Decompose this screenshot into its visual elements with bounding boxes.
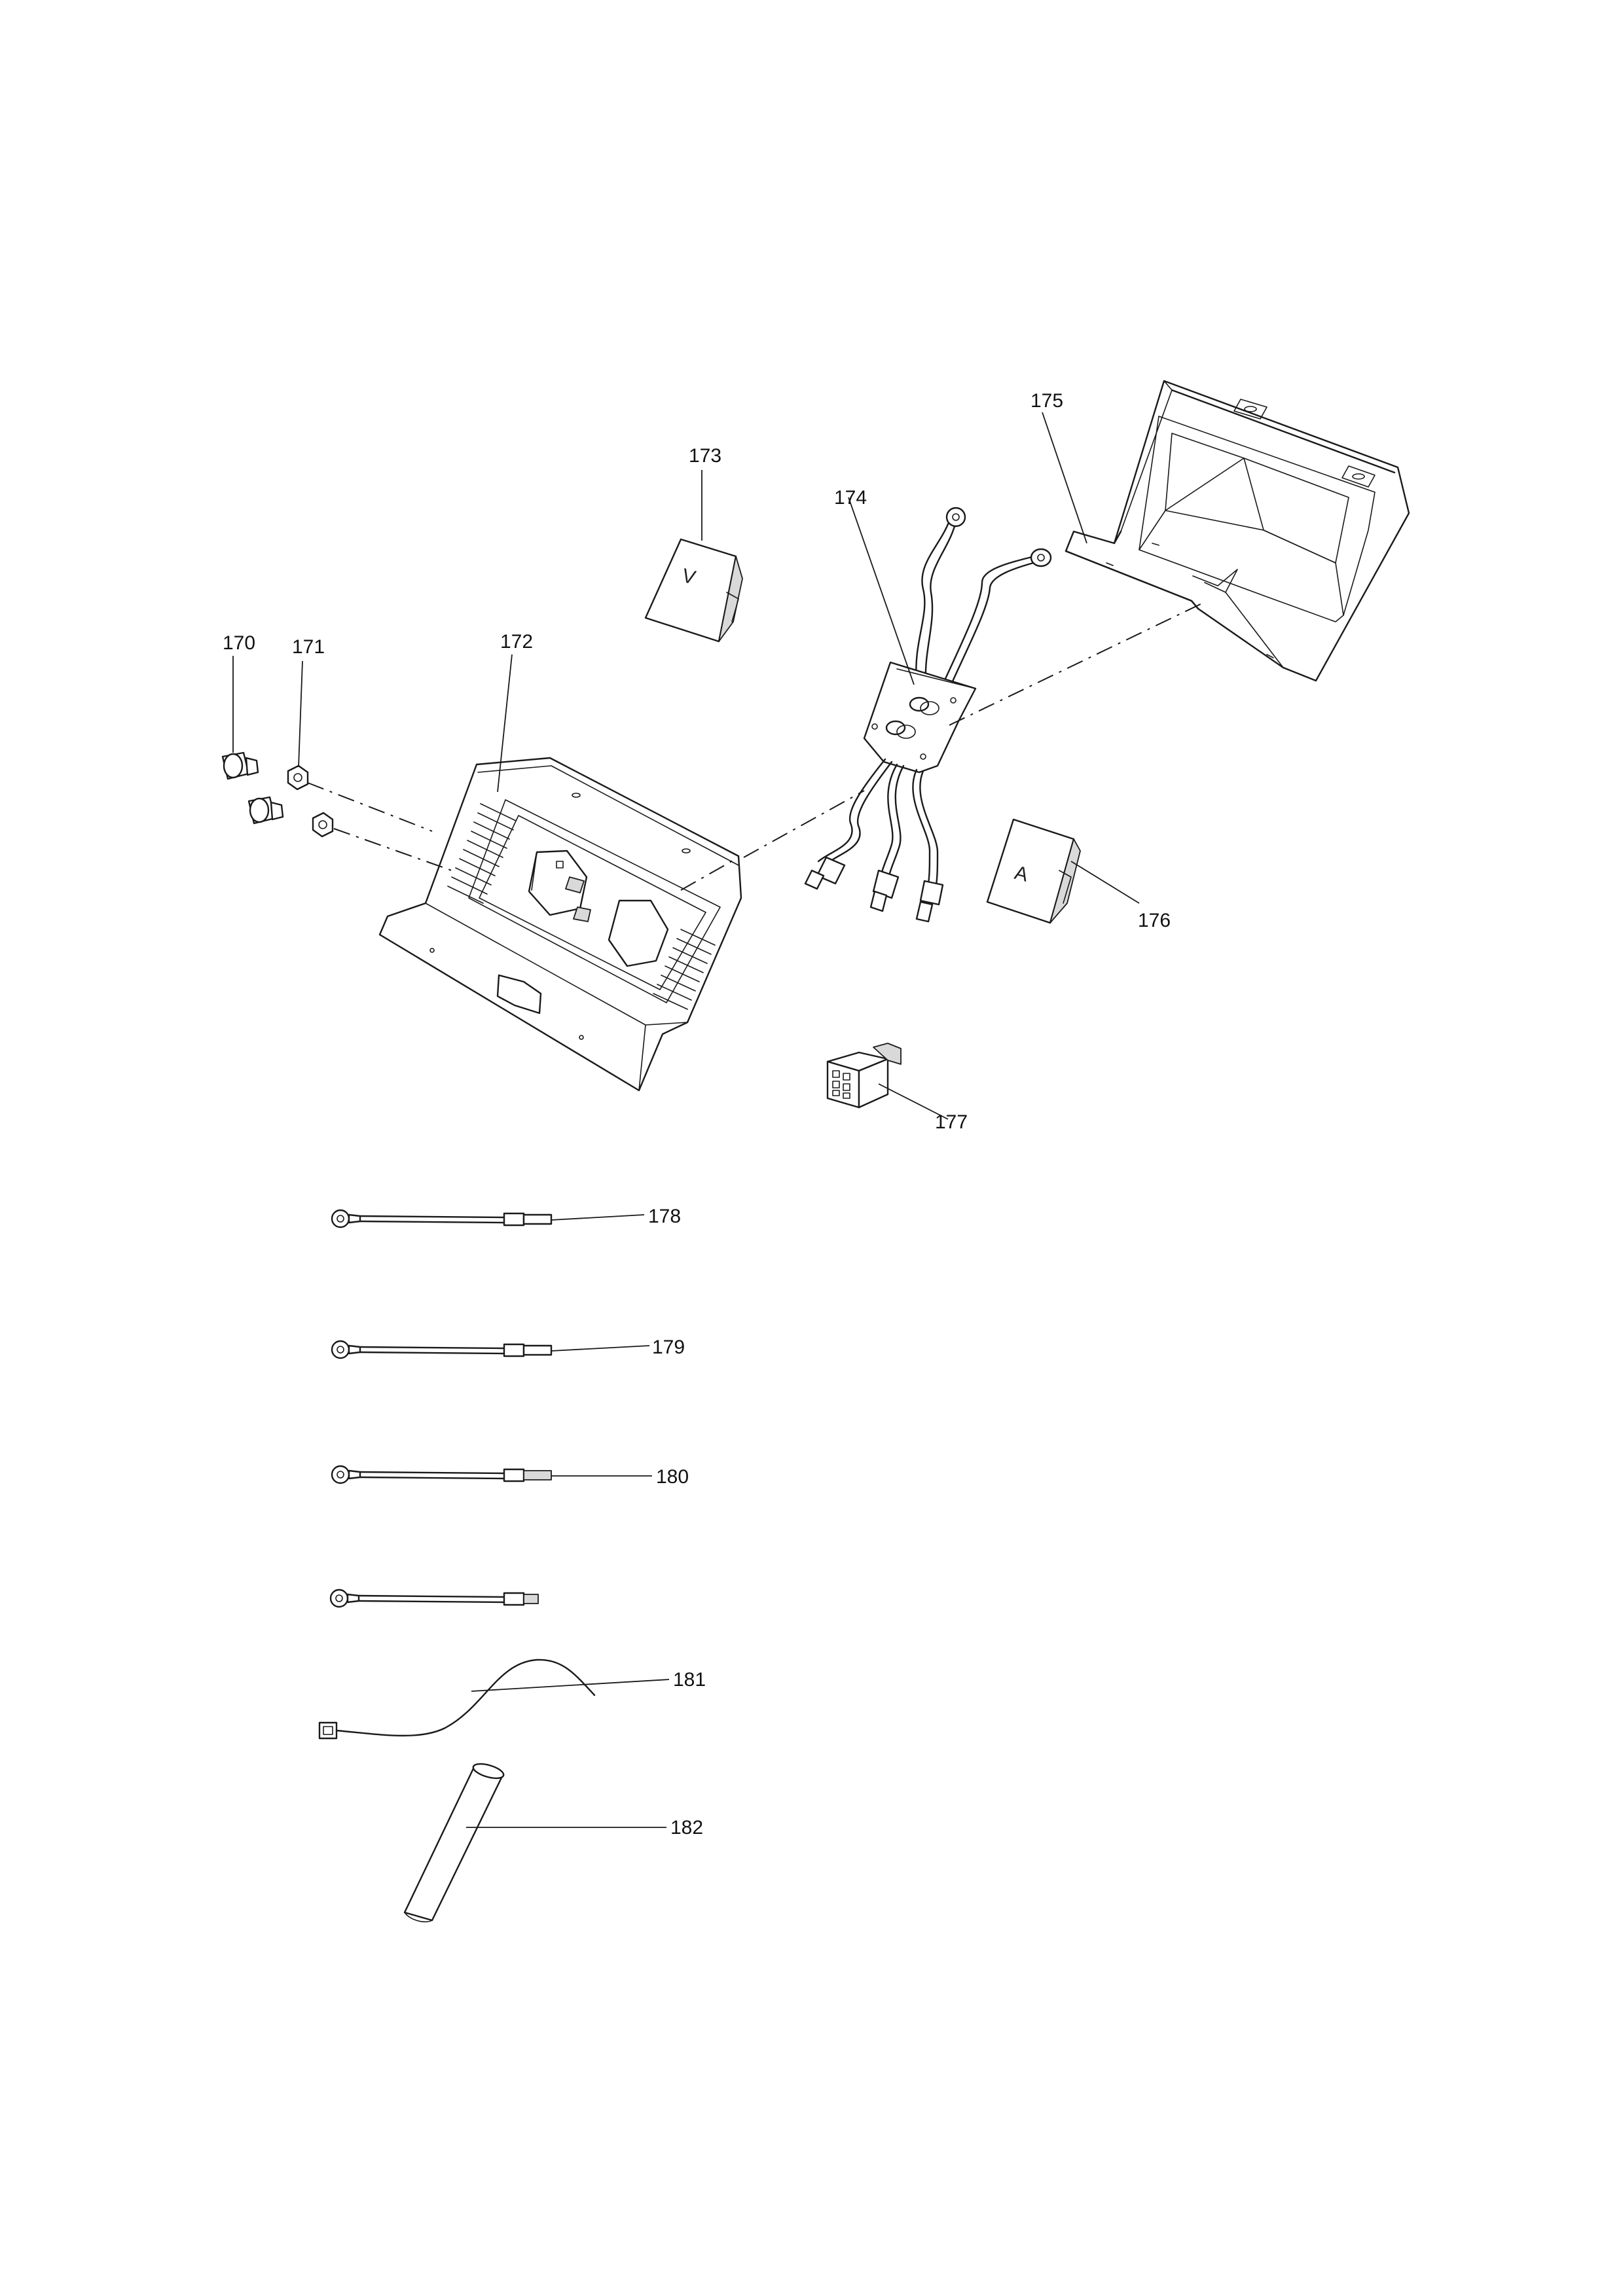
part-label-182: 182 xyxy=(670,1817,703,1839)
part-182-sleeve xyxy=(403,1763,505,1923)
part-label-171: 171 xyxy=(292,636,325,658)
part-label-174: 174 xyxy=(834,487,867,509)
leader-lines xyxy=(232,412,1140,1828)
part-179-cable xyxy=(331,1340,553,1359)
part-label-173: 173 xyxy=(689,445,721,467)
part-174-wiring-plate xyxy=(804,507,1052,923)
assembly-lines xyxy=(307,601,1205,891)
part-175-rear-housing xyxy=(1065,380,1410,682)
part-label-175: 175 xyxy=(1030,390,1063,412)
part-181-wire-lead xyxy=(318,1659,596,1740)
part-label-180: 180 xyxy=(656,1466,689,1488)
part-label-178: 178 xyxy=(648,1206,681,1227)
part-176-button: A xyxy=(986,818,1081,924)
part-label-170: 170 xyxy=(223,632,255,654)
part-177-connector xyxy=(826,1043,902,1109)
part-label-176: 176 xyxy=(1138,910,1171,931)
part-labels: 170 171 172 173 174 175 176 177 178 179 … xyxy=(223,390,1171,1839)
part-label-177: 177 xyxy=(935,1111,968,1133)
unlabelled-cable xyxy=(329,1588,539,1608)
part-label-181: 181 xyxy=(673,1669,706,1691)
part-180-cable xyxy=(331,1465,552,1484)
part-178-cable xyxy=(331,1209,553,1229)
part-172-front-panel xyxy=(378,757,742,1092)
part-170-knob xyxy=(221,751,284,825)
part-label-172: 172 xyxy=(500,631,533,653)
part-label-179: 179 xyxy=(652,1336,685,1358)
part-173-button: V xyxy=(644,538,743,643)
part-171-nut xyxy=(287,764,334,838)
